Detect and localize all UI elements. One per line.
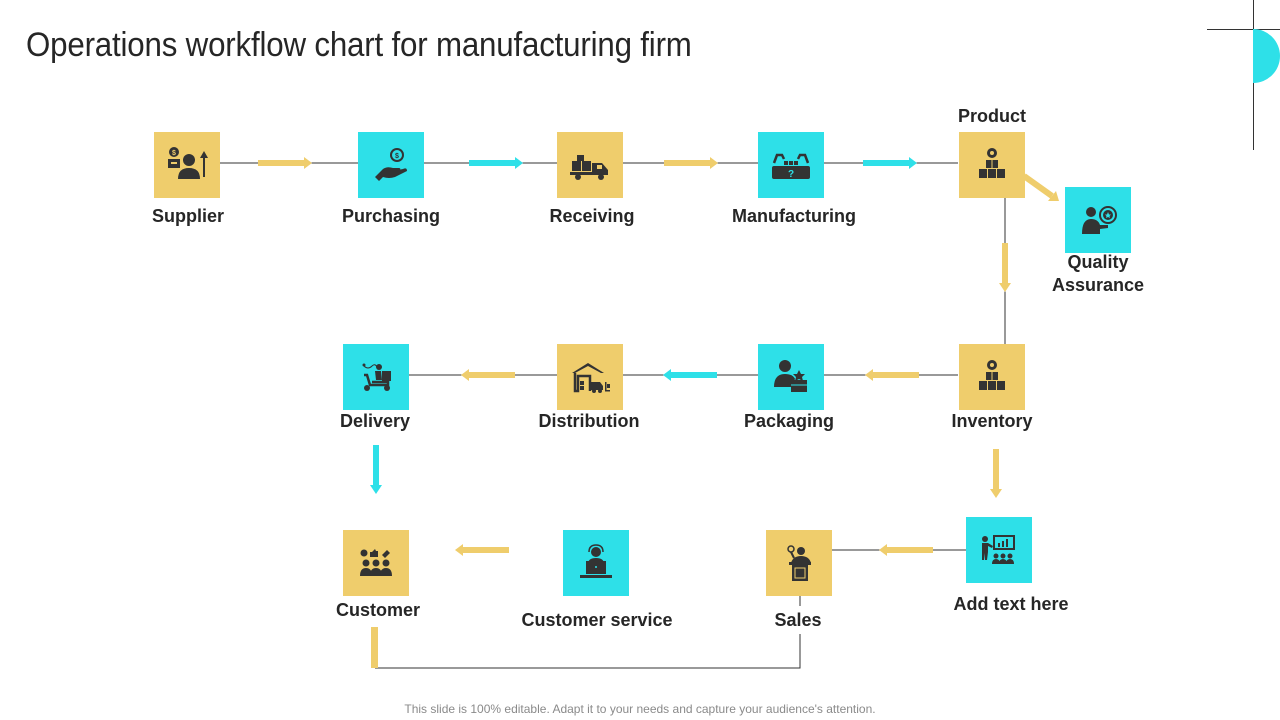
arrow-inventory-packaging <box>865 369 919 381</box>
arrow-inventory-addtext <box>990 449 1002 498</box>
node-add-text-here[interactable] <box>966 517 1032 583</box>
arrow-receiving-manufacturing <box>664 157 718 169</box>
arrow-product-quality <box>1022 173 1059 201</box>
label-delivery: Delivery <box>339 411 411 431</box>
page-title: Operations workflow chart for manufactur… <box>26 26 692 64</box>
node-customer-service[interactable] <box>563 530 629 596</box>
svg-text:?: ? <box>788 169 794 180</box>
decorative-horizontal-line <box>1207 29 1280 30</box>
customer-group-icon <box>360 549 392 576</box>
hand-coin-icon: $ <box>375 148 407 181</box>
label-inventory: Inventory <box>951 411 1033 431</box>
boxes-gear-icon <box>979 148 1005 178</box>
footer-note: This slide is 100% editable. Adapt it to… <box>404 702 876 716</box>
arrow-manufacturing-product <box>863 157 917 169</box>
label-product: Product <box>957 106 1027 126</box>
node-delivery[interactable] <box>343 344 409 410</box>
customer-bottom-bar <box>371 627 378 668</box>
label-quality-line2: Assurance <box>1051 275 1145 295</box>
label-quality-assurance: Quality Assurance <box>1052 251 1144 297</box>
boxes-gear-icon <box>979 360 1005 390</box>
node-customer[interactable] <box>343 530 409 596</box>
label-customer: Customer <box>335 600 421 620</box>
label-supplier: Supplier <box>151 206 225 226</box>
warehouse-icon <box>572 363 610 393</box>
svg-text:$: $ <box>395 153 399 160</box>
support-agent-icon <box>580 544 612 578</box>
node-distribution[interactable] <box>557 344 623 410</box>
label-sales: Sales <box>774 610 822 630</box>
node-manufacturing[interactable]: ? <box>758 132 824 198</box>
node-receiving[interactable] <box>557 132 623 198</box>
arrow-distribution-delivery <box>461 369 515 381</box>
scooter-delivery-icon <box>362 363 391 391</box>
node-purchasing[interactable]: $ <box>358 132 424 198</box>
label-receiving: Receiving <box>549 206 635 226</box>
node-quality-assurance[interactable] <box>1065 187 1131 253</box>
arrow-purchasing-receiving <box>469 157 523 169</box>
node-inventory[interactable] <box>959 344 1025 410</box>
label-distribution: Distribution <box>538 411 640 431</box>
label-manufacturing: Manufacturing <box>732 206 856 226</box>
arrow-supplier-purchasing <box>258 157 312 169</box>
arrow-packaging-distribution <box>663 369 717 381</box>
factory-robot-icon: ? <box>772 153 810 180</box>
arrow-customerservice-customer <box>455 544 509 556</box>
node-supplier[interactable]: $ <box>154 132 220 198</box>
quality-person-icon <box>1082 206 1117 234</box>
arrow-delivery-customer <box>370 445 382 494</box>
label-packaging: Packaging <box>743 411 835 431</box>
node-sales[interactable] <box>766 530 832 596</box>
label-add-text-here: Add text here <box>953 594 1069 614</box>
supplier-icon: $ <box>168 147 208 179</box>
delivery-truck-icon <box>570 155 608 180</box>
label-quality-line1: Quality <box>1067 252 1129 272</box>
presentation-icon <box>982 535 1015 564</box>
person-box-icon <box>774 360 807 392</box>
node-packaging[interactable] <box>758 344 824 410</box>
arrow-product-inventory <box>999 243 1011 292</box>
label-customer-service: Customer service <box>521 610 673 630</box>
speaker-podium-icon <box>787 545 811 581</box>
connector-customer-sales-loop <box>375 634 801 669</box>
svg-text:$: $ <box>172 150 176 157</box>
arrow-addtext-sales <box>879 544 933 556</box>
node-product[interactable] <box>959 132 1025 198</box>
label-purchasing: Purchasing <box>341 206 441 226</box>
